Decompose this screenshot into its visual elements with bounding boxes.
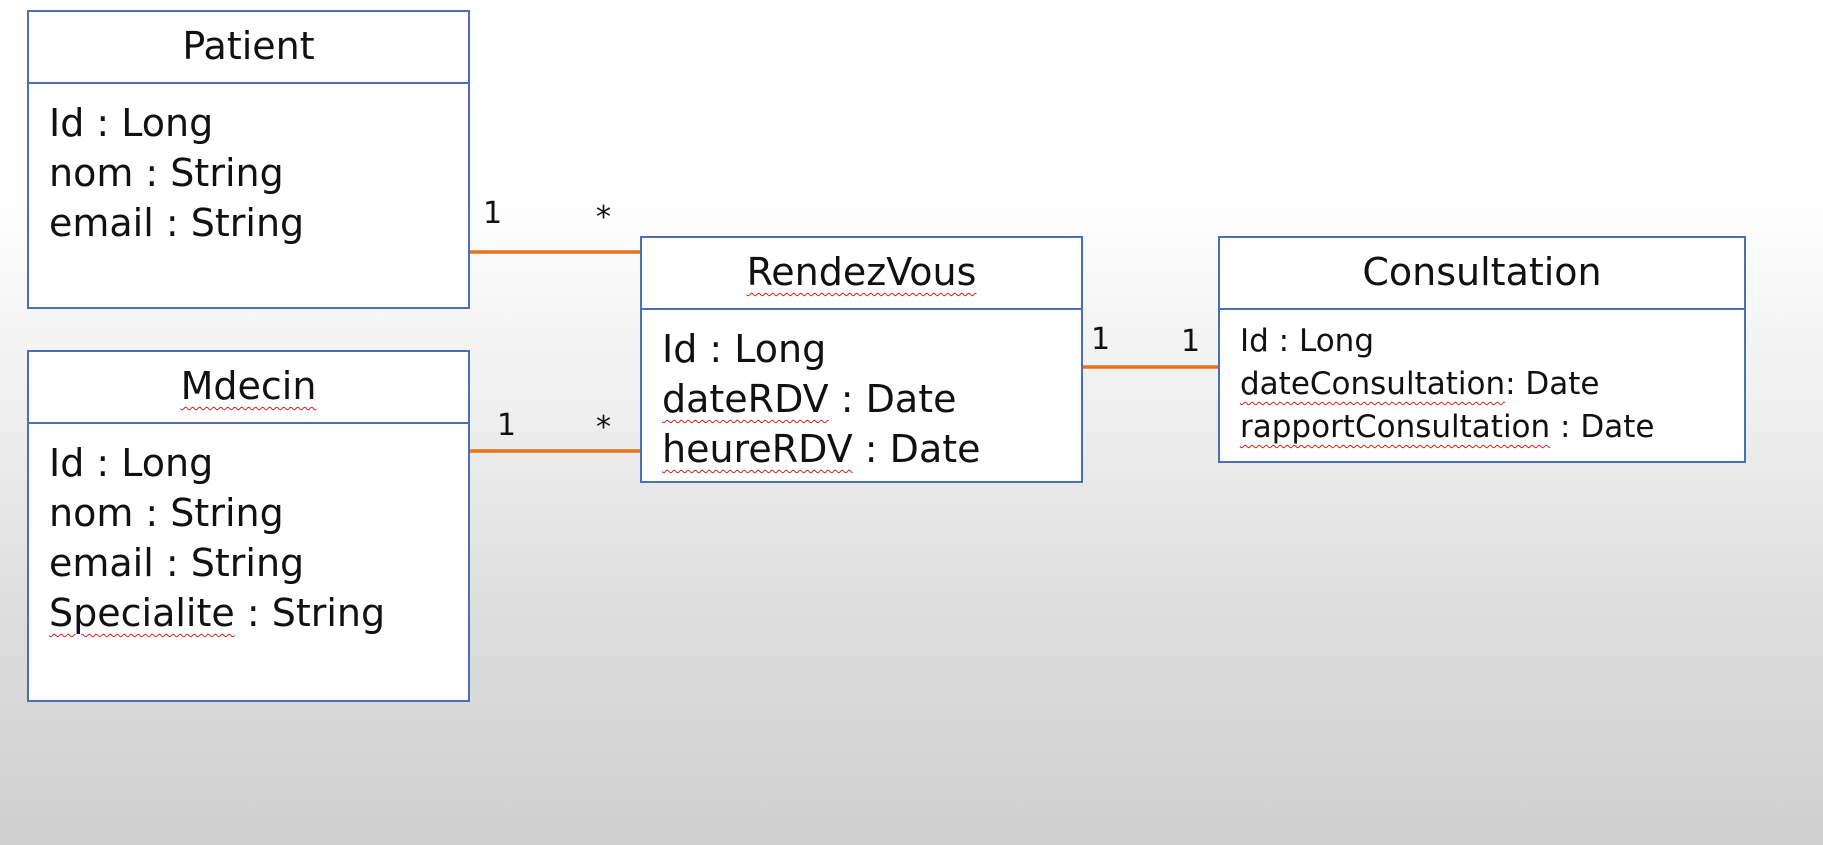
- class-name-medecin-text: Mdecin: [180, 364, 317, 408]
- attribute-consultation-rapportconsultation: rapportConsultation : Date: [1240, 409, 1655, 445]
- attribute-medecin-email: email : String: [49, 541, 305, 585]
- attribute-rendezvous-heurerdv: heureRDV : Date: [662, 427, 981, 471]
- class-name-consultation: Consultation: [1220, 238, 1744, 310]
- attribute-medecin-specialite: Specialite : String: [49, 591, 386, 635]
- attribute-rendezvous-daterdv-identifier: dateRDV: [662, 377, 829, 421]
- class-attributes-patient: Id : Long nom : String email : String: [29, 84, 468, 248]
- multiplicity-medecin-end: 1: [497, 408, 517, 443]
- attribute-consultation-id: Id : Long: [1240, 323, 1374, 359]
- class-rendezvous[interactable]: RendezVous Id : Long dateRDV : Date heur…: [640, 236, 1083, 483]
- class-attributes-rendezvous: Id : Long dateRDV : Date heureRDV : Date: [642, 310, 1081, 474]
- multiplicity-rendezvous-end-medecin: *: [596, 410, 611, 445]
- multiplicity-rendezvous-end-consultation: 1: [1091, 322, 1111, 357]
- class-name-patient: Patient: [29, 12, 468, 84]
- attribute-medecin-specialite-identifier: Specialite: [49, 591, 235, 635]
- attribute-consultation-dateconsultation: dateConsultation: Date: [1240, 366, 1600, 402]
- attribute-rendezvous-id: Id : Long: [662, 327, 827, 371]
- attribute-consultation-dateconsultation-identifier: dateConsultation: [1240, 366, 1506, 402]
- attribute-rendezvous-heurerdv-identifier: heureRDV: [662, 427, 853, 471]
- attribute-patient-email: email : String: [49, 201, 305, 245]
- class-name-rendezvous: RendezVous: [642, 238, 1081, 310]
- attribute-patient-nom: nom : String: [49, 151, 284, 195]
- attribute-medecin-nom: nom : String: [49, 491, 284, 535]
- class-medecin[interactable]: Mdecin Id : Long nom : String email : St…: [27, 350, 470, 702]
- class-patient[interactable]: Patient Id : Long nom : String email : S…: [27, 10, 470, 309]
- class-name-rendezvous-text: RendezVous: [746, 250, 977, 294]
- attribute-medecin-id: Id : Long: [49, 441, 214, 485]
- class-attributes-consultation: Id : Long dateConsultation: Date rapport…: [1220, 310, 1744, 449]
- attribute-rendezvous-daterdv: dateRDV : Date: [662, 377, 957, 421]
- class-attributes-medecin: Id : Long nom : String email : String Sp…: [29, 424, 468, 638]
- multiplicity-rendezvous-end-patient: *: [596, 200, 611, 235]
- multiplicity-patient-end: 1: [483, 196, 503, 231]
- multiplicity-consultation-end: 1: [1181, 324, 1201, 359]
- class-consultation[interactable]: Consultation Id : Long dateConsultation:…: [1218, 236, 1746, 463]
- attribute-patient-id: Id : Long: [49, 101, 214, 145]
- attribute-consultation-rapportconsultation-identifier: rapportConsultation: [1240, 409, 1551, 445]
- class-name-medecin: Mdecin: [29, 352, 468, 424]
